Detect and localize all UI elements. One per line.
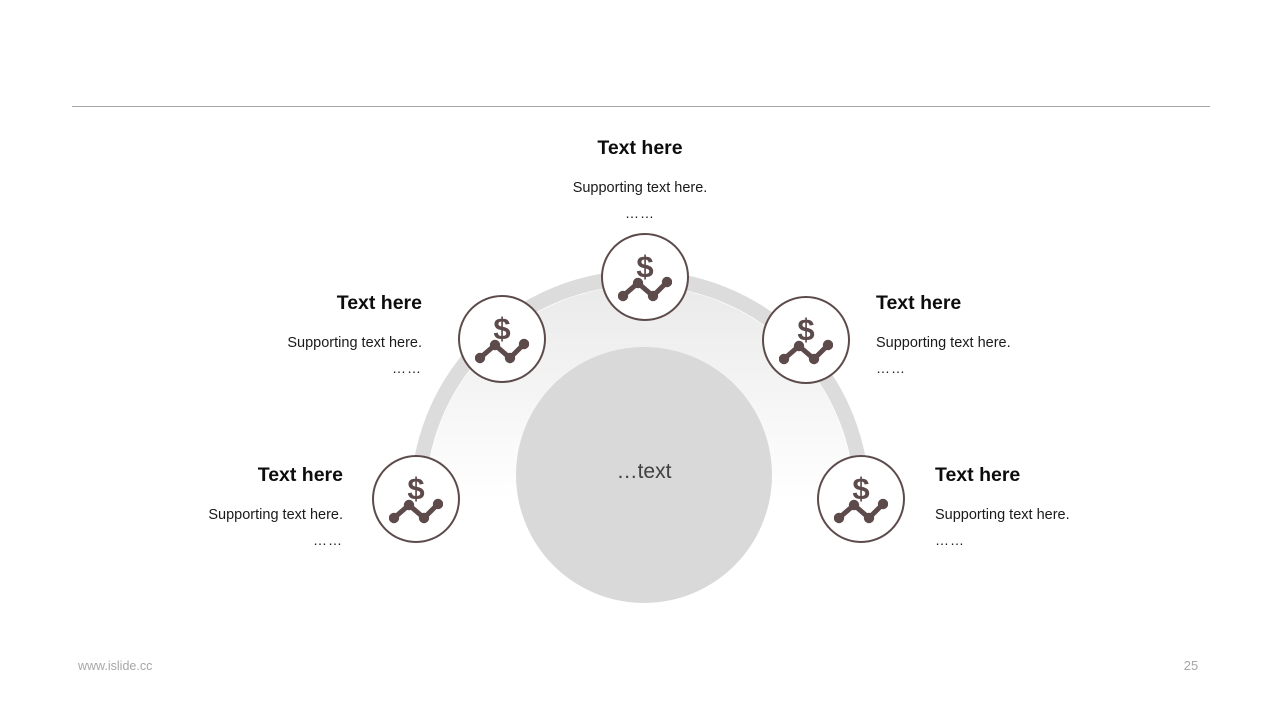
footer-site-link[interactable]: www.islide.cc — [78, 659, 153, 673]
center-circle — [516, 347, 772, 603]
svg-text:$: $ — [797, 315, 814, 347]
block-title: Text here — [876, 292, 962, 314]
block-supporting-text: Supporting text here. — [208, 507, 343, 523]
page-number: 25 — [1183, 658, 1199, 673]
dollar-trend-icon: $ — [834, 474, 888, 524]
block-title: Text here — [935, 464, 1021, 486]
block-ellipsis: …… — [313, 532, 343, 549]
icon-node-top: $ — [601, 233, 689, 321]
icon-node-upper-left: $ — [458, 295, 546, 383]
block-title: Text here — [257, 464, 343, 486]
text-block-upper-left: Text here Supporting text here. …… — [122, 292, 422, 378]
block-ellipsis: …… — [876, 360, 906, 377]
text-block-lower-right: Text here Supporting text here. …… — [935, 464, 1235, 550]
block-supporting-text: Supporting text here. — [876, 335, 1011, 351]
dollar-trend-icon: $ — [779, 315, 833, 365]
icon-node-lower-left: $ — [372, 455, 460, 543]
block-supporting-text: Supporting text here. — [287, 335, 422, 351]
block-title: Text here — [597, 137, 683, 159]
block-supporting-text: Supporting text here. — [572, 180, 708, 196]
dollar-trend-icon: $ — [618, 252, 672, 302]
block-supporting-text: Supporting text here. — [935, 507, 1070, 523]
block-title: Text here — [336, 292, 422, 314]
block-ellipsis: …… — [392, 360, 422, 377]
header-divider-line — [72, 106, 1210, 107]
text-block-lower-left: Text here Supporting text here. …… — [43, 464, 343, 550]
center-circle-label: …text — [616, 460, 672, 483]
icon-node-upper-right: $ — [762, 296, 850, 384]
dollar-trend-icon: $ — [389, 474, 443, 524]
dollar-trend-icon: $ — [475, 314, 529, 364]
svg-text:$: $ — [852, 474, 869, 506]
svg-text:$: $ — [407, 474, 424, 506]
text-block-upper-right: Text here Supporting text here. …… — [876, 292, 1176, 378]
block-ellipsis: …… — [625, 205, 655, 222]
svg-text:$: $ — [493, 314, 510, 346]
icon-node-lower-right: $ — [817, 455, 905, 543]
block-ellipsis: …… — [935, 532, 965, 549]
text-block-top: Text here Supporting text here. …… — [440, 137, 840, 223]
svg-text:$: $ — [636, 252, 653, 284]
